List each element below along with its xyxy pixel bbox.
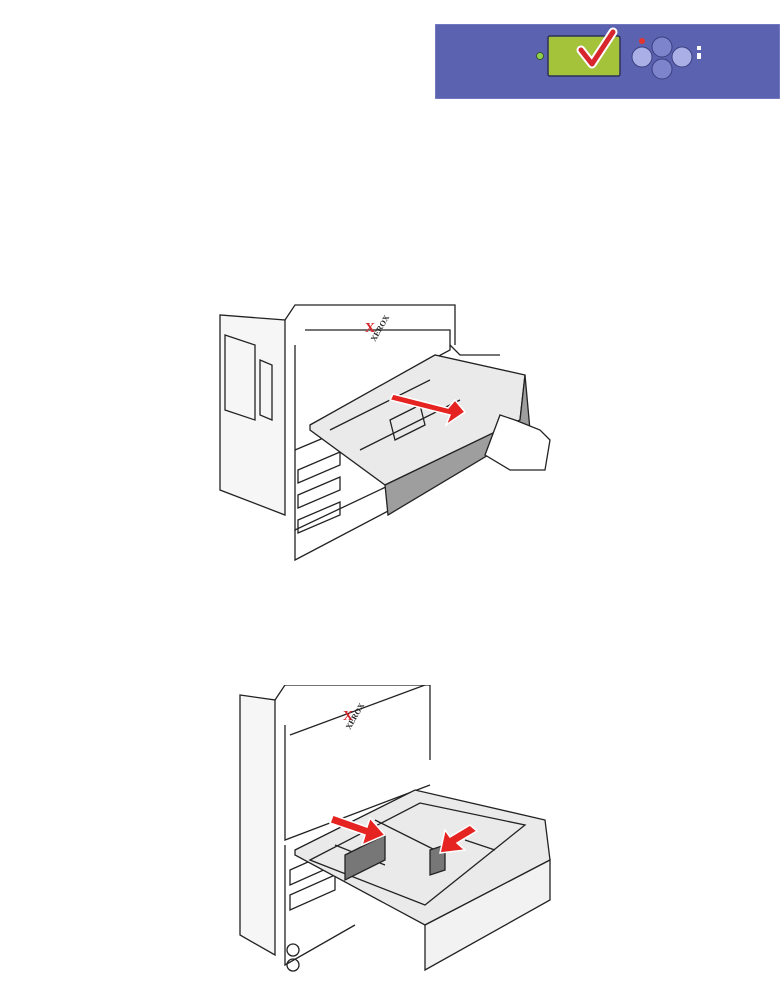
control-panel-illustration bbox=[435, 24, 780, 99]
back-button[interactable] bbox=[632, 47, 652, 67]
ready-led-icon bbox=[537, 53, 544, 60]
figure-pull-tray: X XEROX bbox=[210, 300, 560, 565]
help-icon bbox=[697, 53, 701, 59]
printer-guides-illustration: X XEROX bbox=[235, 685, 555, 980]
figure-adjust-guides: X XEROX bbox=[235, 685, 555, 980]
ok-button[interactable] bbox=[672, 47, 692, 67]
cancel-icon[interactable] bbox=[639, 38, 645, 44]
info-icon bbox=[697, 46, 701, 50]
up-arrow-button[interactable] bbox=[652, 37, 672, 57]
down-arrow-button[interactable] bbox=[652, 59, 672, 79]
printer-tray-pull-illustration: X XEROX bbox=[210, 300, 560, 565]
control-panel-banner bbox=[435, 24, 780, 99]
